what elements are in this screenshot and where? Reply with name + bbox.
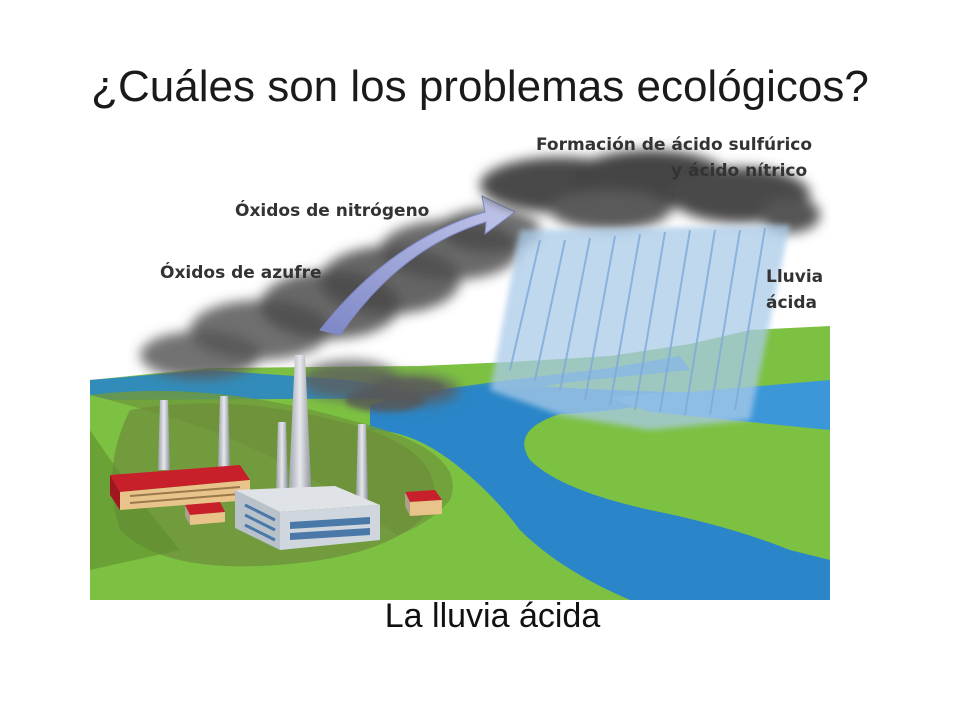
label-acid-formation-line2: y ácido nítrico [671,161,807,181]
chimneys [158,355,368,505]
small-house-right [405,490,442,516]
label-acid-rain-line1: Lluvia [766,267,823,287]
acid-rain-illustration: Óxidos de nitrógeno Óxidos de azufre For… [90,135,830,600]
rain-streaks [509,227,766,416]
label-acid-rain-line2: ácida [766,293,817,313]
label-sulfur-oxides: Óxidos de azufre [160,261,322,283]
acid-cloud [480,150,820,233]
slide-caption: La lluvia ácida [384,597,601,635]
slide-title: ¿Cuáles son los problemas ecológicos? [91,62,869,111]
pollution-arrow [319,195,516,336]
power-plant [235,486,380,550]
acid-rain [490,225,790,430]
small-house-left [185,502,225,525]
label-acid-formation-line1: Formación de ácido sulfúrico [536,135,812,155]
river [370,386,830,600]
label-nitrogen-oxides: Óxidos de nitrógeno [235,199,429,221]
